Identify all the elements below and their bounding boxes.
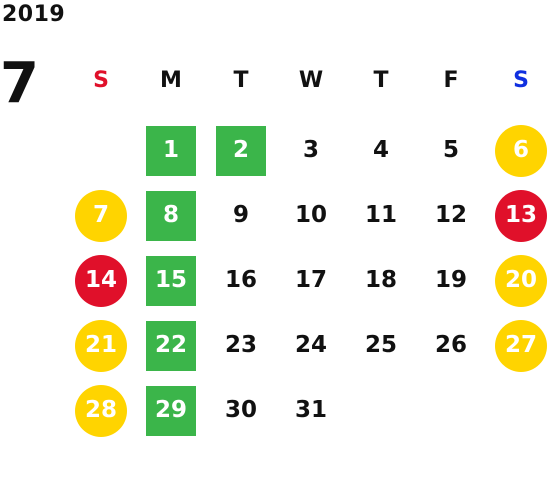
- day-number: 19: [434, 267, 467, 293]
- day-number: 28: [75, 384, 127, 437]
- day-number: 12: [434, 202, 467, 228]
- day-number: 7: [75, 189, 127, 242]
- day-cell[interactable]: 15: [136, 248, 206, 313]
- day-cell[interactable]: 13: [486, 183, 548, 248]
- day-number: 6: [495, 124, 547, 177]
- day-number: 3: [302, 137, 319, 163]
- day-cell[interactable]: 1: [136, 118, 206, 183]
- day-number: 10: [294, 202, 327, 228]
- day-cell[interactable]: 5: [416, 118, 486, 183]
- day-cell[interactable]: 18: [346, 248, 416, 313]
- day-cell[interactable]: 30: [206, 378, 276, 443]
- day-cell[interactable]: 12: [416, 183, 486, 248]
- day-number: 25: [364, 332, 397, 358]
- day-cell[interactable]: 6: [486, 118, 548, 183]
- day-number: 18: [364, 267, 397, 293]
- day-number: 20: [495, 254, 547, 307]
- day-cell[interactable]: 7: [66, 183, 136, 248]
- day-number: 29: [146, 385, 196, 436]
- day-number: 2: [216, 125, 266, 176]
- day-number: 24: [294, 332, 327, 358]
- day-number: 23: [224, 332, 257, 358]
- day-number: 27: [495, 319, 547, 372]
- day-cell[interactable]: 20: [486, 248, 548, 313]
- day-cell[interactable]: 14: [66, 248, 136, 313]
- day-cell[interactable]: 29: [136, 378, 206, 443]
- day-number: 30: [224, 397, 257, 423]
- day-cell[interactable]: 31: [276, 378, 346, 443]
- day-cell[interactable]: 19: [416, 248, 486, 313]
- day-number: 22: [146, 320, 196, 371]
- weekday-sun: S: [93, 68, 109, 93]
- day-cell[interactable]: 22: [136, 313, 206, 378]
- day-number: 1: [146, 125, 196, 176]
- day-cell[interactable]: 3: [276, 118, 346, 183]
- day-number: 9: [232, 202, 249, 228]
- day-number: 14: [75, 254, 127, 307]
- weekday-tue: T: [233, 68, 249, 93]
- day-cell[interactable]: 21: [66, 313, 136, 378]
- day-number: 5: [442, 137, 459, 163]
- day-number: 8: [146, 190, 196, 241]
- day-cell[interactable]: 23: [206, 313, 276, 378]
- day-number: 11: [364, 202, 397, 228]
- day-number: 26: [434, 332, 467, 358]
- day-cell[interactable]: 2: [206, 118, 276, 183]
- day-cell[interactable]: 8: [136, 183, 206, 248]
- day-cell[interactable]: 26: [416, 313, 486, 378]
- day-number: 13: [495, 189, 547, 242]
- weekday-thu: T: [373, 68, 389, 93]
- day-cell[interactable]: 25: [346, 313, 416, 378]
- day-number: 31: [294, 397, 327, 423]
- weekday-fri: F: [443, 68, 459, 93]
- day-cell[interactable]: 11: [346, 183, 416, 248]
- day-number: 16: [224, 267, 257, 293]
- day-cell[interactable]: 17: [276, 248, 346, 313]
- weekday-sat: S: [513, 68, 529, 93]
- weekday-mon: M: [160, 68, 182, 93]
- day-cell[interactable]: 28: [66, 378, 136, 443]
- year-label: 2019: [2, 2, 66, 27]
- day-cell[interactable]: 9: [206, 183, 276, 248]
- day-cell[interactable]: 16: [206, 248, 276, 313]
- day-number: 21: [75, 319, 127, 372]
- day-cell[interactable]: 4: [346, 118, 416, 183]
- day-number: 15: [146, 255, 196, 306]
- weekday-wed: W: [298, 68, 324, 93]
- day-cell[interactable]: 24: [276, 313, 346, 378]
- day-cell[interactable]: 10: [276, 183, 346, 248]
- weekday-header: S M T W T F S: [66, 64, 548, 98]
- month-number: 7: [0, 51, 39, 116]
- day-number: 4: [372, 137, 389, 163]
- day-number: 17: [294, 267, 327, 293]
- day-cell[interactable]: 27: [486, 313, 548, 378]
